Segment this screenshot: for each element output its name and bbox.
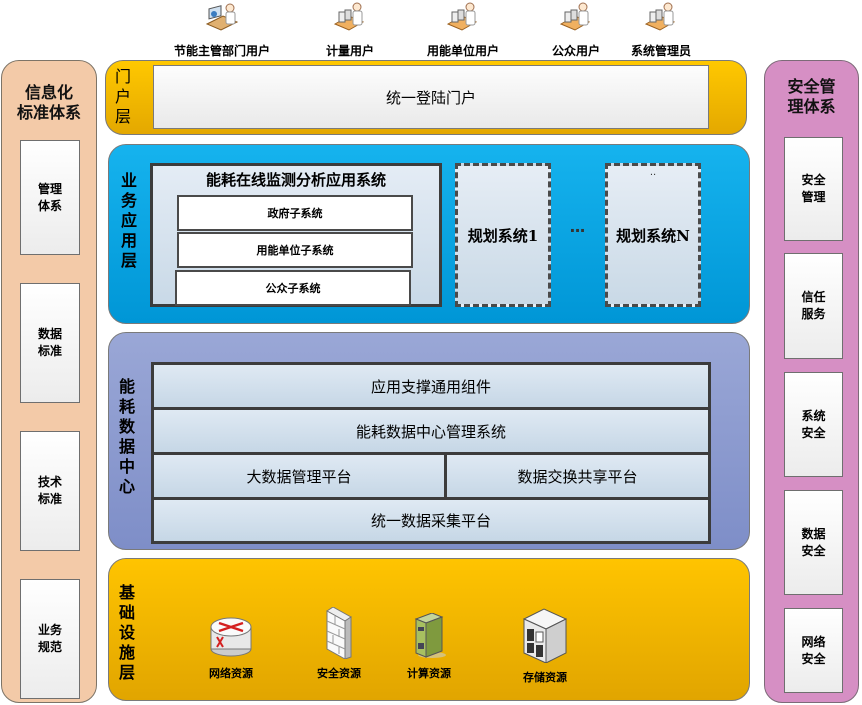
energy-unit-subsystem: 用能单位子系统 [177,232,413,268]
user-metering: 计量用户 [290,0,410,59]
planned-system-n: 规划系统N [605,163,701,307]
router-icon [210,617,252,657]
ellipsis: ··· [569,221,585,240]
user-at-workstation-icon [333,2,367,34]
resource-label: 网络资源 [209,667,253,680]
data-center-stack: 应用支撑通用组件 能耗数据中心管理系统 大数据管理平台 数据交换共享平台 统一数… [151,362,711,544]
unified-data-collection-platform: 统一数据采集平台 [154,500,708,541]
data-exchange-sharing-platform: 数据交换共享平台 [447,455,708,497]
security-item-data: 数据安全 [784,490,843,595]
security-system-title: 安全管 理体系 [787,77,836,116]
unified-login-portal: 统一登陆门户 [153,65,709,129]
user-label: 节能主管部门用户 [173,44,270,58]
user-public: 公众用户 [516,0,636,59]
energy-monitoring-system-title: 能耗在线监测分析应用系统 [205,171,386,189]
network-resource: 网络资源 [191,613,271,681]
user-sysadmin: 系统管理员 [601,0,721,59]
security-system-column: 安全管 理体系 安全管理 信任服务 系统安全 数据安全 网络安全 [764,60,859,703]
security-item-management: 安全管理 [784,137,843,241]
user-at-workstation-icon [559,2,593,34]
compute-resource: 计算资源 [389,612,469,681]
portal-layer-label: 门 户 层 [114,67,131,126]
server-icon [414,612,446,658]
data-center-layer-label: 能 耗 数 据 中 心 [118,377,135,496]
standards-item-technical: 技术标准 [20,431,80,551]
user-label: 用能单位用户 [426,44,499,58]
storage-icon [522,608,568,664]
resource-label: 存储资源 [523,671,567,684]
business-layer-label: 业 务 应 用 层 [120,171,137,270]
user-label: 公众用户 [551,44,600,58]
security-resource: 安全资源 [299,606,379,681]
big-data-management-platform: 大数据管理平台 [154,455,444,497]
business-application-layer: 业 务 应 用 层 能耗在线监测分析应用系统 政府子系统 用能单位子系统 公众子… [108,144,750,324]
firewall-icon [326,606,352,660]
user-label: 计量用户 [325,44,374,58]
portal-layer: 门 户 层 统一登陆门户 [105,60,747,135]
standards-system-column: 信息化 标准体系 管理体系 数据标准 技术标准 业务规范 [1,60,97,703]
energy-monitoring-system: 能耗在线监测分析应用系统 政府子系统 用能单位子系统 公众子系统 [150,163,442,307]
government-subsystem: 政府子系统 [177,195,413,231]
energy-data-center-layer: 能 耗 数 据 中 心 应用支撑通用组件 能耗数据中心管理系统 大数据管理平台 … [108,332,750,550]
user-at-workstation-icon [446,2,480,34]
user-label: 系统管理员 [630,44,691,58]
data-center-management-system: 能耗数据中心管理系统 [154,410,708,452]
standards-item-data: 数据标准 [20,283,80,403]
resource-label: 计算资源 [407,667,451,680]
storage-resource: 存储资源 [505,607,585,685]
user-energy-unit: 用能单位用户 [403,0,523,59]
infrastructure-layer-label: 基 础 设 施 层 [118,583,135,682]
resource-label: 安全资源 [317,667,361,680]
planned-system-1: 规划系统1 [455,163,551,307]
user-energy-authority: 节能主管部门用户 [162,0,282,59]
standards-item-business: 业务规范 [20,579,80,699]
planned-system-n-dots: .. [649,167,657,178]
standards-item-management: 管理体系 [20,140,80,255]
infrastructure-layer: 基 础 设 施 层 网络资源 安全资源 [108,558,750,701]
user-at-workstation-icon [644,2,678,34]
public-subsystem: 公众子系统 [175,270,411,306]
standards-system-title: 信息化 标准体系 [16,83,81,122]
security-item-network: 网络安全 [784,608,843,693]
security-item-system: 系统安全 [784,372,843,477]
security-item-trust: 信任服务 [784,253,843,359]
application-support-components: 应用支撑通用组件 [154,365,708,407]
user-at-desk-icon [205,2,239,34]
